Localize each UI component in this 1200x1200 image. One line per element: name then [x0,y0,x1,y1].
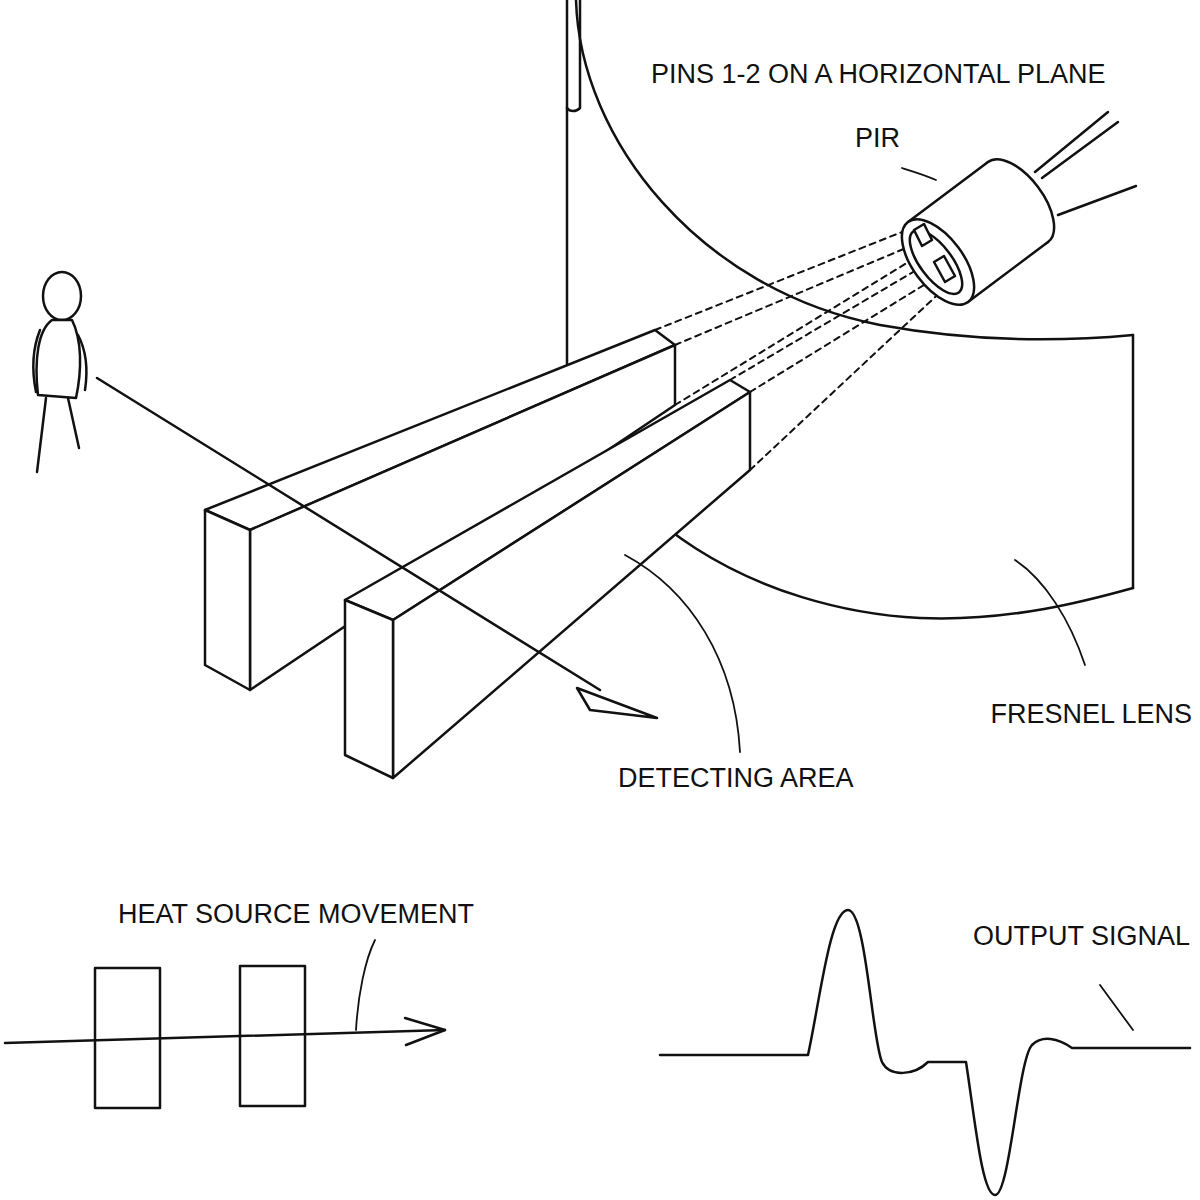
lens-edge [566,0,569,380]
sensor-front [888,207,988,317]
beam [750,285,948,470]
beam [730,262,930,380]
pin [1058,186,1136,215]
zone-rect [240,966,305,1106]
beam [675,250,928,405]
zone-side [393,392,750,778]
zone-front [205,510,250,690]
zone-rect [95,968,160,1108]
zone-front [345,600,393,778]
body [37,320,81,398]
axis-line [5,1030,445,1043]
pir-sensor [888,112,1136,317]
movement-arrow [97,378,657,718]
callout-label: HEAT SOURCE MOVEMENT [118,898,474,930]
leader-line [625,555,740,752]
callout-label: PIR [855,122,900,154]
person-figure [33,272,86,472]
leg [37,398,79,472]
callout-label: DETECTING AREA [618,762,854,794]
pin [1035,112,1118,178]
beam [655,228,912,330]
sensing-element [934,256,955,282]
output-waveform [660,910,1190,1195]
arrow-line [97,378,600,690]
sensing-element [914,224,932,246]
arrow-head [577,688,657,718]
lens-top-curve [576,0,1133,339]
arrow-head [405,1018,445,1045]
arm [33,330,86,392]
head [43,272,81,320]
leader-line [356,940,375,1030]
sensor-window [900,222,971,302]
callout-label: FRESNEL LENS [990,698,1192,730]
beam-lines [655,228,948,470]
detection-zone [345,380,750,778]
leader-line [1100,985,1133,1030]
lens-edge [1132,335,1135,588]
heat-source-sketch [5,966,445,1108]
beam [750,272,945,392]
leader-line [902,168,936,180]
callout-label: PINS 1-2 ON A HORIZONTAL PLANE [651,58,1106,90]
leader-line [1015,560,1085,665]
callout-label: OUTPUT SIGNAL [973,920,1190,952]
